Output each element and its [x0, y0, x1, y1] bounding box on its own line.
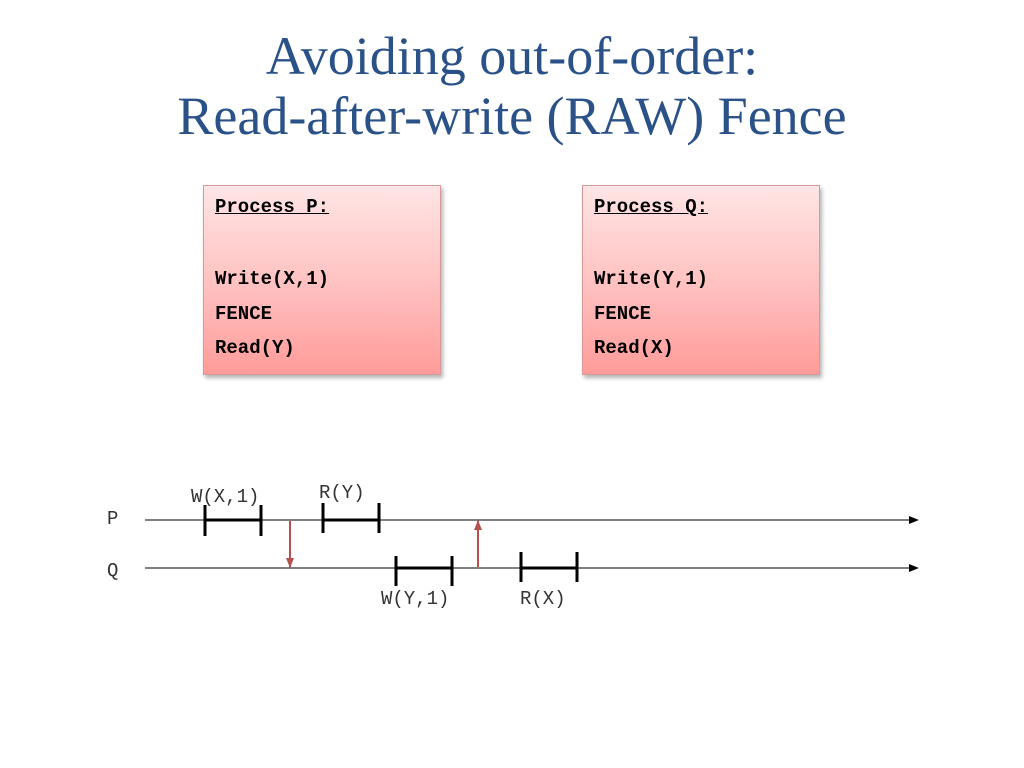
op-interval-read-y	[321, 503, 381, 533]
process-p-line-fence: FENCE	[215, 302, 273, 325]
op-label-write-x: W(X,1)	[191, 486, 259, 508]
process-q-line-read: Read(X)	[594, 337, 674, 359]
process-q-header: Process Q:	[594, 196, 709, 218]
title-line-2: Read-after-write (RAW) Fence	[177, 86, 847, 146]
title-line-1: Avoiding out-of-order:	[265, 26, 759, 86]
process-p-line-read: Read(Y)	[215, 337, 295, 359]
op-label-read-x: R(X)	[520, 588, 566, 610]
op-interval-write-y	[394, 556, 454, 586]
process-q-code-box: Process Q: Write(Y,1) FENCE Read(X)	[582, 185, 820, 375]
slide-title: Avoiding out-of-order: Read-after-write …	[0, 26, 1024, 146]
op-interval-write-x	[203, 505, 263, 536]
q-timeline-label: Q	[107, 560, 118, 582]
process-q-line-write: Write(Y,1)	[594, 268, 709, 290]
op-interval-read-x	[519, 552, 579, 582]
process-p-line-write: Write(X,1)	[215, 268, 330, 290]
op-label-write-y: W(Y,1)	[381, 588, 449, 610]
process-p-code-box: Process P: Write(X,1) FENCE Read(Y)	[203, 185, 441, 375]
p-timeline-label: P	[107, 508, 118, 530]
process-q-line-fence: FENCE	[594, 302, 652, 325]
process-p-header: Process P:	[215, 196, 330, 218]
op-label-read-y: R(Y)	[319, 482, 365, 504]
